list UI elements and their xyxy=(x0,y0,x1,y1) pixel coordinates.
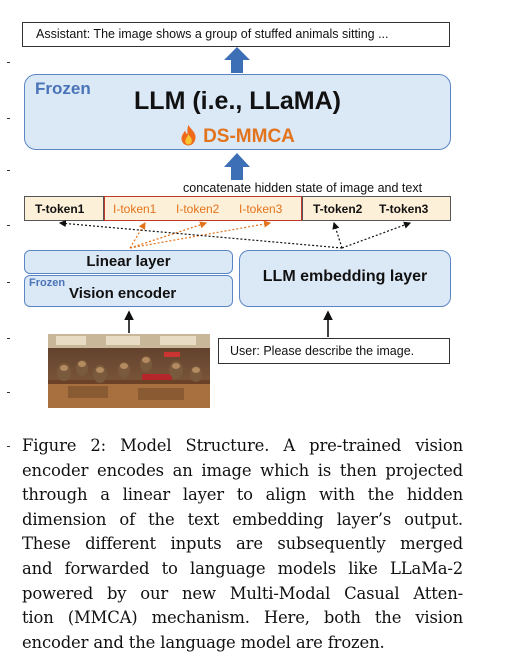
token-box-t2-t3: T-token2 T-token3 xyxy=(302,196,451,221)
token-t3: T-token3 xyxy=(379,202,429,216)
caption-line: dimension of the text embedding layer’s … xyxy=(22,509,463,529)
llm-title: LLM (i.e., LLaMA) xyxy=(134,87,341,115)
margin-mark xyxy=(7,170,10,171)
caption-line: tion (MMCA) mechanism. Here, both the vi… xyxy=(22,608,463,628)
input-image xyxy=(48,334,210,408)
margin-mark xyxy=(7,282,10,283)
caption-line: encoder and the language model are froze… xyxy=(22,632,385,652)
margin-mark xyxy=(7,446,10,447)
assistant-output-text: Assistant: The image shows a group of st… xyxy=(36,27,389,41)
caption-line: powered by our new Multi-Modal Casual At… xyxy=(22,583,463,603)
caption-line: Figure 2: Model Structure. A pre-trained… xyxy=(22,436,463,455)
arrow-linear-to-i3 xyxy=(129,220,272,249)
token-t1: T-token1 xyxy=(35,202,85,216)
caption-line: through a linear layer to align with the… xyxy=(22,485,463,505)
llm-embedding-layer-box: LLM embedding layer xyxy=(239,250,451,307)
margin-mark xyxy=(7,338,10,339)
caption-line: and forwarded to language models like LL… xyxy=(22,558,463,578)
flame-icon xyxy=(181,125,196,146)
connector-layer xyxy=(58,47,412,337)
assistant-output-box: Assistant: The image shows a group of st… xyxy=(22,22,450,47)
figure-caption: Figure 2: Model Structure. A pre-trained… xyxy=(22,434,463,655)
arrow-embed-to-t1 xyxy=(58,219,343,249)
margin-mark xyxy=(7,118,10,119)
arrow-linear-to-i2 xyxy=(129,221,208,249)
margin-mark xyxy=(7,392,10,393)
token-i3: I-token3 xyxy=(239,202,283,216)
llm-frozen-label: Frozen xyxy=(35,79,91,98)
user-prompt-box: User: Please describe the image. xyxy=(218,338,450,364)
dsmmca-label: DS-MMCA xyxy=(25,124,450,148)
caption-line: encoder encodes an image which is then p… xyxy=(22,460,463,480)
token-i2: I-token2 xyxy=(176,202,220,216)
llm-embedding-layer-label: LLM embedding layer xyxy=(262,268,428,285)
llm-box: Frozen LLM (i.e., LLaMA) DS-MMCA xyxy=(24,74,451,150)
concat-label: concatenate hidden state of image and te… xyxy=(183,181,423,195)
vision-encoder-label: Vision encoder xyxy=(69,285,177,302)
arrow-embed-to-t2 xyxy=(332,221,343,249)
vision-encoder-box: Frozen Vision encoder xyxy=(24,275,233,307)
user-prompt-text: User: Please describe the image. xyxy=(230,344,415,358)
arrow-embed-to-t3 xyxy=(341,221,412,249)
token-i1: I-token1 xyxy=(113,202,157,216)
linear-layer-label: Linear layer xyxy=(86,253,171,270)
blue-arrow-up-output xyxy=(224,47,250,73)
caption-line: These different inputs are subsequently … xyxy=(22,534,463,554)
token-box-image: I-token1 I-token2 I-token3 xyxy=(104,196,302,221)
margin-mark xyxy=(7,62,10,63)
blue-arrow-up-llm xyxy=(224,153,250,180)
linear-layer-box: Linear layer xyxy=(24,250,233,274)
dsmmca-text: DS-MMCA xyxy=(203,126,295,147)
margin-mark xyxy=(7,225,10,226)
arrow-linear-to-i1 xyxy=(129,221,146,249)
token-t2: T-token2 xyxy=(313,202,363,216)
vision-frozen-label: Frozen xyxy=(29,277,66,289)
